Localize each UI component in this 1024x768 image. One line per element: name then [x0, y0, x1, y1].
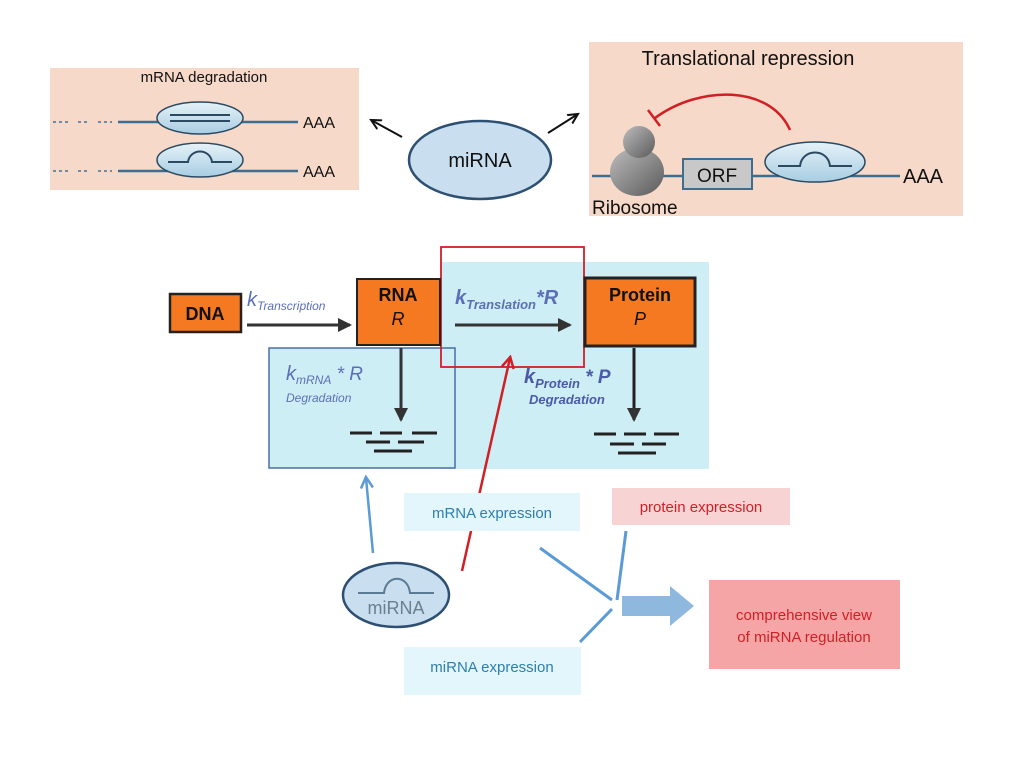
mirna-to-mrna-arrow [366, 478, 375, 554]
protein-degradation-label: Degradation [529, 392, 605, 407]
ribosome-icon [610, 126, 664, 196]
connector-line [615, 530, 628, 601]
connector-line [539, 546, 613, 602]
mirna-complex-ellipse [156, 101, 244, 135]
integration-section: mRNA expression protein expression miRNA… [341, 358, 900, 695]
k-protein: kProtein * P [524, 366, 611, 391]
mirna-bottom-node: miRNA [341, 561, 451, 629]
mirna-complex-ellipse [156, 142, 244, 178]
k-translation: kTranslation*R [455, 287, 559, 312]
protein-expression-box [612, 488, 790, 525]
rna-label: RNA [379, 285, 418, 305]
mrna-strand: AAA [53, 142, 335, 181]
protein-symbol: P [634, 309, 646, 329]
rna-box [356, 278, 441, 346]
panel-title: Translational repression [642, 48, 855, 70]
arrow-to-degradation [371, 120, 403, 138]
kinetic-scheme: DNA kTranscription RNA R kTranslation*R … [168, 246, 709, 469]
protein-fragments-icon [594, 432, 679, 455]
dna-box [168, 292, 243, 334]
connector-line [578, 607, 614, 644]
comprehensive-view-line1: comprehensive view [736, 607, 872, 624]
orf-box [682, 158, 753, 190]
mrna-strand: AAA [53, 101, 335, 135]
rna-symbol: R [392, 309, 405, 329]
mrna-degradation-region [268, 347, 456, 469]
mirna-to-translation-arrow [460, 358, 510, 572]
orf-label: ORF [697, 166, 737, 187]
mirna-bottom-label: miRNA [368, 598, 425, 618]
mrna-degradation-label: Degradation [286, 391, 352, 405]
mrna-expression-box [404, 493, 580, 531]
mirna-center-node: miRNA [371, 114, 578, 201]
polya-tail: AAA [303, 115, 335, 132]
polya-tail: AAA [903, 166, 944, 188]
mirna-label: miRNA [448, 150, 512, 172]
dna-label: DNA [186, 304, 225, 324]
mrna-degradation-panel: mRNA degradation AAA AAA [50, 68, 359, 190]
protein-expression-label: protein expression [640, 499, 763, 516]
k-transcription: kTranscription [247, 289, 326, 313]
block-arrow [622, 586, 694, 626]
arrow-to-repression [547, 114, 578, 134]
inhibition-arc [654, 93, 792, 131]
translational-repression-panel: Translational repression ORF AAA Ribosom… [589, 42, 963, 219]
mirna-complex-ellipse [764, 141, 866, 183]
panel-title: mRNA degradation [141, 69, 268, 86]
protein-box [583, 276, 697, 348]
protein-label: Protein [609, 285, 671, 305]
comprehensive-view-line2: of miRNA regulation [737, 629, 870, 646]
comprehensive-view-box [709, 580, 900, 669]
mrna-fragments-icon [350, 431, 437, 453]
mirna-expression-label: miRNA expression [430, 659, 553, 676]
polya-tail: AAA [303, 164, 335, 181]
mirna-expression-box [404, 647, 581, 695]
ribosome-label: Ribosome [592, 198, 678, 219]
mrna-expression-label: mRNA expression [432, 505, 552, 522]
mirna-ellipse [407, 119, 553, 201]
k-mrna: kmRNA * R [286, 363, 363, 387]
